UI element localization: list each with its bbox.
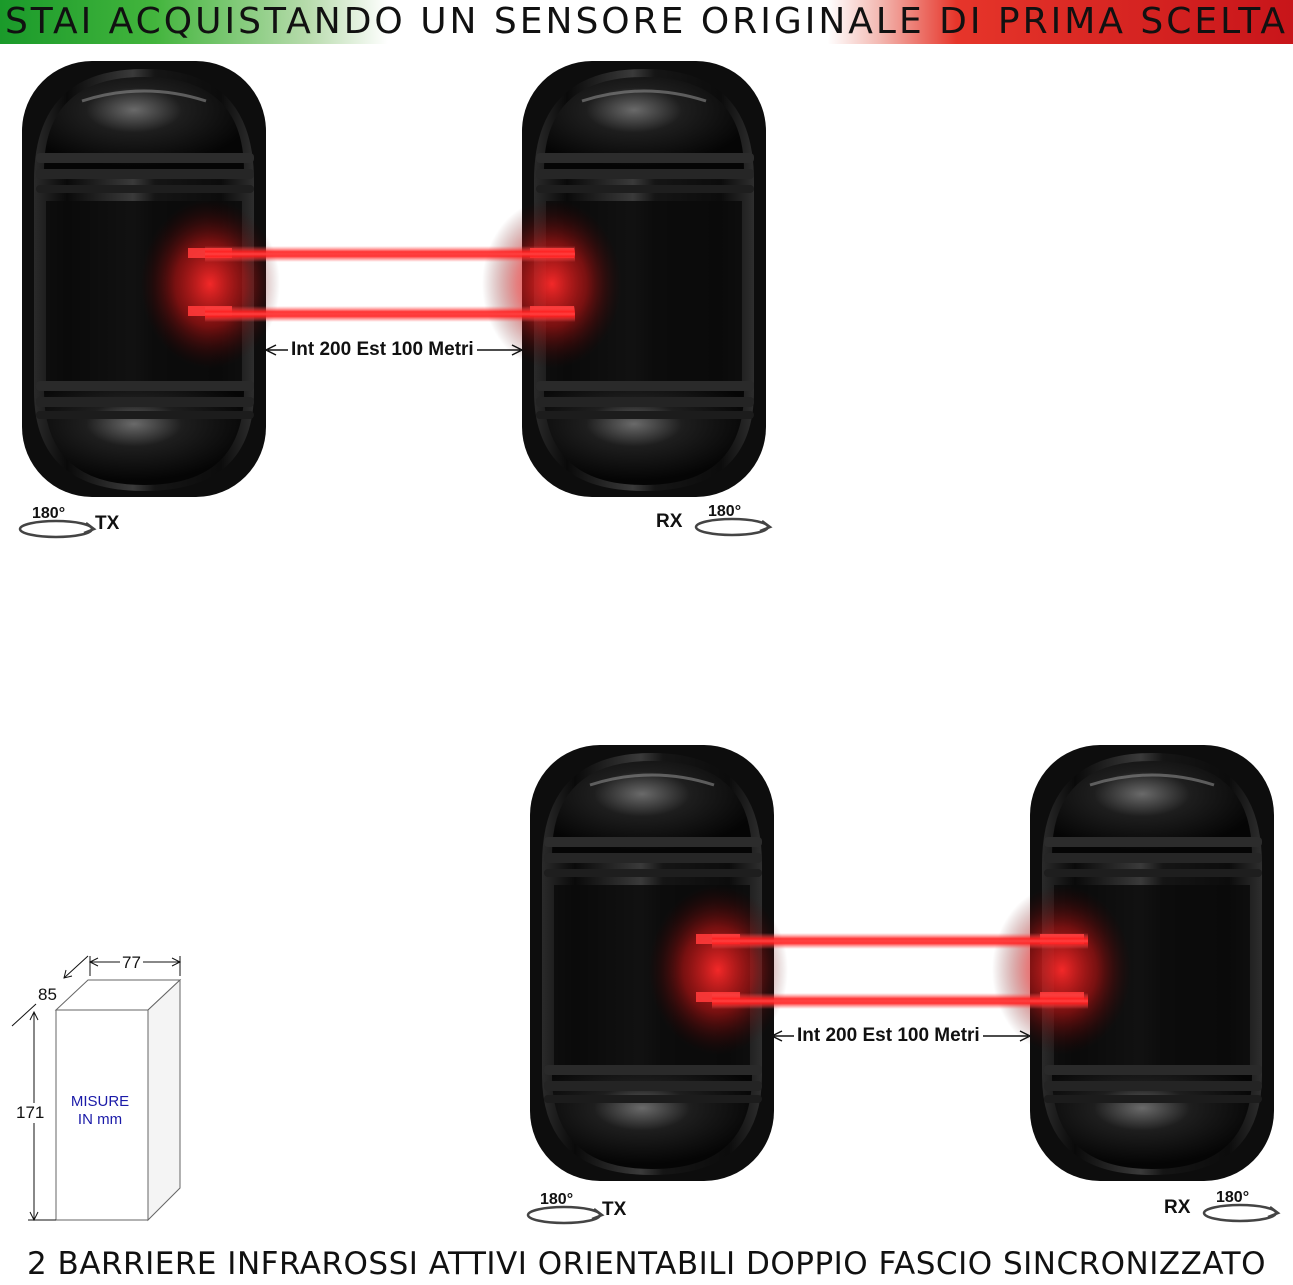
dimension-note: MISURE IN mm [60, 1093, 140, 1129]
scene-top: Int 200 Est 100 Metri [0, 55, 800, 555]
rotation-degrees: 180° [540, 1191, 574, 1208]
rotation-badge-tx-top: 180° [18, 505, 96, 541]
rotation-badge-rx-bottom: 180° [1202, 1189, 1280, 1225]
scene-top-graphic [20, 59, 768, 499]
banner-title: STAI ACQUISTANDO UN SENSORE ORIGINALE DI… [4, 1, 1289, 42]
tx-glow-bottom [648, 885, 788, 1055]
rx-label-top: RX [656, 511, 683, 532]
top-banner: STAI ACQUISTANDO UN SENSORE ORIGINALE DI… [0, 0, 1293, 44]
dimension-width: 77 [120, 953, 143, 973]
dimension-depth: 85 [38, 985, 57, 1004]
beam-lower-bottom [712, 993, 1088, 1009]
footer-caption: 2 BARRIERE INFRAROSSI ATTIVI ORIENTABILI… [26, 1246, 1267, 1282]
tx-glow-top [140, 199, 280, 369]
distance-label-top: Int 200 Est 100 Metri [288, 339, 477, 361]
rx-label-bottom: RX [1164, 1197, 1191, 1218]
dimension-height: 171 [16, 1103, 45, 1123]
scene-bottom: Int 200 Est 100 Metri [500, 740, 1293, 1200]
tx-label-bottom: TX [602, 1199, 627, 1220]
rx-glow-top [482, 199, 622, 369]
dimension-note-line2: IN mm [77, 1111, 123, 1128]
rotation-degrees: 180° [32, 505, 66, 522]
beam-lower-top [205, 306, 575, 322]
rotation-degrees: 180° [708, 503, 742, 520]
rotation-badge-rx-top: 180° [694, 503, 772, 539]
rx-glow-bottom [992, 885, 1132, 1055]
beam-upper-bottom [712, 933, 1088, 949]
dimension-note-line1: MISURE [70, 1093, 130, 1110]
rotation-degrees: 180° [1216, 1189, 1250, 1206]
rotation-badge-tx-bottom: 180° [526, 1191, 604, 1227]
tx-label-top: TX [95, 513, 120, 534]
distance-label-bottom: Int 200 Est 100 Metri [794, 1025, 983, 1047]
dimension-diagram [11, 955, 182, 1222]
scene-bottom-graphic [528, 743, 1276, 1183]
beam-upper-top [205, 246, 575, 262]
